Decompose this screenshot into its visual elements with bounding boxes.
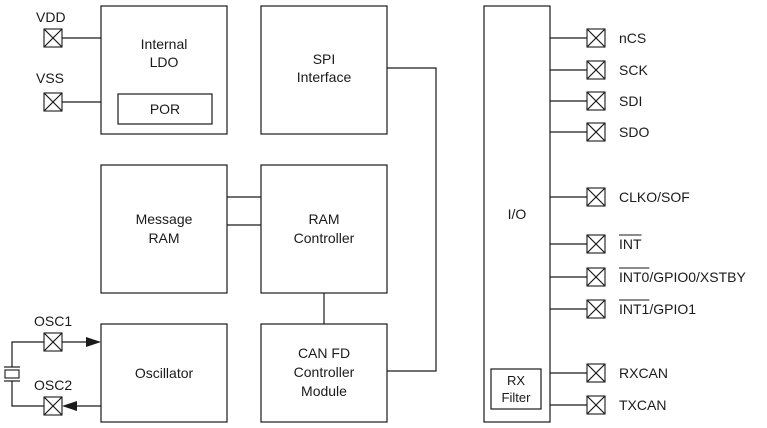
right-pins: nCSSCKSDISDOCLKO/SOFINTINT0/GPIO0/XSTBYI… xyxy=(550,28,746,415)
canfd-label-line2: Controller xyxy=(294,364,355,380)
vss-label: VSS xyxy=(36,70,64,86)
msgram-label-line2: RAM xyxy=(148,230,179,246)
osc1-pin: OSC1 xyxy=(34,313,101,352)
vdd-pin: VDD xyxy=(36,9,101,48)
right-pin-label: TXCAN xyxy=(619,397,666,413)
right-pin: INT1/GPIO1 xyxy=(550,299,696,319)
right-pin-label: SCK xyxy=(619,62,648,78)
ldo-label-line2: LDO xyxy=(150,54,179,70)
pin-text: /GPIO0/XSTBY xyxy=(649,269,746,285)
pin-text: nCS xyxy=(619,30,646,46)
arrow-left-icon xyxy=(62,401,77,411)
interconnect-wires xyxy=(227,67,437,372)
right-pin-label: INT xyxy=(619,236,642,252)
right-pin-label: INT0/GPIO0/XSTBY xyxy=(619,269,746,285)
spi-interface-block: SPI Interface xyxy=(260,5,388,135)
pin-text: SDI xyxy=(619,93,642,109)
crystal-icon xyxy=(4,341,44,407)
ramctl-label-line1: RAM xyxy=(308,211,339,227)
right-pin: CLKO/SOF xyxy=(550,187,690,207)
ram-controller-block: RAM Controller xyxy=(260,164,388,294)
right-pin: TXCAN xyxy=(550,395,666,415)
vdd-label: VDD xyxy=(36,9,66,25)
right-pin: SDI xyxy=(550,91,642,111)
spi-label-line2: Interface xyxy=(297,69,352,85)
pin-overline-text: INT0 xyxy=(619,269,650,285)
pin-text: SDO xyxy=(619,124,649,140)
right-pin-label: SDI xyxy=(619,93,642,109)
rxfilter-label-line2: Filter xyxy=(502,390,532,405)
right-pin-label: RXCAN xyxy=(619,365,668,381)
osc-label: Oscillator xyxy=(135,365,194,381)
message-ram-block: Message RAM xyxy=(100,164,228,294)
right-pin: SDO xyxy=(550,122,649,142)
osc2-label: OSC2 xyxy=(34,377,72,393)
can-fd-controller-block: CAN FD Controller Module xyxy=(260,323,388,423)
right-pin: RXCAN xyxy=(550,363,668,383)
ramctl-label-line2: Controller xyxy=(294,230,355,246)
msgram-label-line1: Message xyxy=(136,211,193,227)
right-pin: SCK xyxy=(550,60,648,80)
left-pins: VDD VSS OSC1 OSC2 xyxy=(4,9,101,416)
osc2-pin: OSC2 xyxy=(34,377,101,416)
rxfilter-label-line1: RX xyxy=(507,373,525,388)
right-pin-label: CLKO/SOF xyxy=(619,189,690,205)
io-label: I/O xyxy=(508,206,527,222)
arrow-right-icon xyxy=(86,337,101,347)
pin-text: CLKO/SOF xyxy=(619,189,690,205)
right-pin: nCS xyxy=(550,28,646,48)
canfd-label-line1: CAN FD xyxy=(298,345,350,361)
oscillator-block: Oscillator xyxy=(100,323,228,423)
right-pin-label: SDO xyxy=(619,124,649,140)
io-block: I/O RX Filter xyxy=(483,5,551,423)
right-pin-label: nCS xyxy=(619,30,646,46)
osc1-label: OSC1 xyxy=(34,313,72,329)
pin-text: TXCAN xyxy=(619,397,666,413)
pin-text: /GPIO1 xyxy=(649,301,696,317)
right-pin-label: INT1/GPIO1 xyxy=(619,301,696,317)
pin-overline-text: INT xyxy=(619,236,642,252)
pin-text: RXCAN xyxy=(619,365,668,381)
por-label: POR xyxy=(150,101,180,117)
canfd-label-line3: Module xyxy=(301,383,347,399)
right-pin: INT xyxy=(550,234,642,254)
vss-pin: VSS xyxy=(36,70,101,112)
rx-filter-block: RX Filter xyxy=(490,368,542,410)
ldo-label-line1: Internal xyxy=(141,36,188,52)
spi-label-line1: SPI xyxy=(313,51,336,67)
pin-text: SCK xyxy=(619,62,648,78)
pin-overline-text: INT1 xyxy=(619,301,650,317)
por-block: POR xyxy=(117,93,213,125)
internal-ldo-block: Internal LDO POR xyxy=(100,5,228,135)
right-pin: INT0/GPIO0/XSTBY xyxy=(550,267,746,287)
